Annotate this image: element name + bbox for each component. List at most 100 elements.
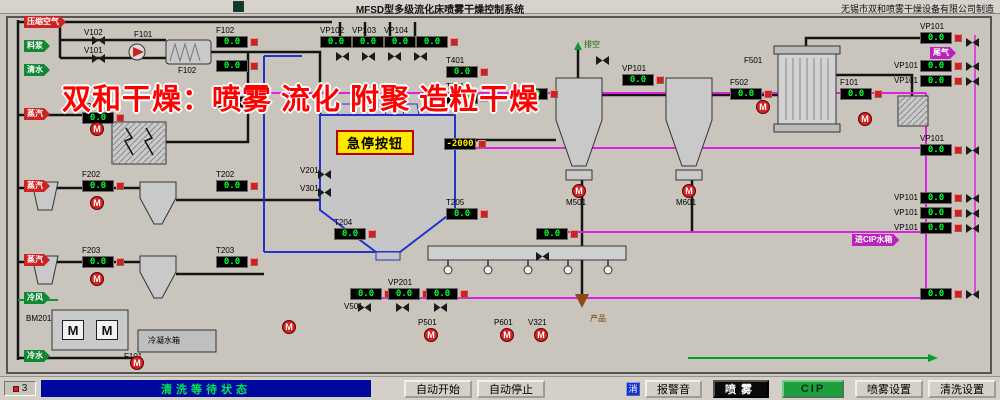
valve-icon[interactable]: [966, 77, 979, 86]
setpoint-button[interactable]: [954, 194, 962, 202]
setpoint-button[interactable]: [116, 258, 124, 266]
motor-icon[interactable]: M: [500, 328, 514, 342]
motor-icon[interactable]: M: [682, 184, 696, 198]
mute-alarm-icon[interactable]: 消: [626, 381, 640, 396]
valve-icon[interactable]: [966, 146, 979, 155]
setpoint-button[interactable]: [478, 140, 486, 148]
motor-icon[interactable]: M: [90, 122, 104, 136]
setpoint-button[interactable]: [450, 38, 458, 46]
motor-icon[interactable]: M: [424, 328, 438, 342]
pipe-tag: 冷水: [24, 350, 50, 362]
valve-icon[interactable]: [318, 170, 331, 179]
setpoint-button[interactable]: [656, 76, 664, 84]
valve-icon[interactable]: [336, 52, 349, 61]
motor-icon[interactable]: M: [534, 328, 548, 342]
display-label: VP101: [893, 208, 918, 217]
value-display: 0.0: [920, 288, 962, 300]
heat-exchanger: [773, 45, 841, 133]
setpoint-button[interactable]: [954, 224, 962, 232]
motor-icon[interactable]: M: [282, 320, 296, 334]
display-value: 0.0: [920, 192, 952, 204]
valve-icon[interactable]: [92, 54, 105, 63]
valve-icon[interactable]: [966, 38, 979, 47]
motor-icon[interactable]: M: [90, 272, 104, 286]
valve-icon[interactable]: [966, 194, 979, 203]
page-title: MFSD型多级流化床喷雾干燥控制系统: [355, 5, 525, 16]
valve-icon[interactable]: [966, 62, 979, 71]
title-bar: MFSD型多级流化床喷雾干燥控制系统 无锡市双和喷雾干燥设备有限公司制造: [0, 0, 1000, 16]
alarm-count: 3: [21, 383, 28, 394]
alarm-dot-icon: [12, 385, 19, 392]
valve-icon[interactable]: [358, 303, 371, 312]
setpoint-button[interactable]: [570, 230, 578, 238]
vibrating-fluid-bed: [427, 245, 627, 275]
display-value: 0.0: [216, 96, 248, 108]
motor-icon[interactable]: M: [96, 320, 118, 340]
setpoint-button[interactable]: [480, 210, 488, 218]
setpoint-button[interactable]: [368, 230, 376, 238]
display-value: 0.0: [446, 92, 478, 104]
setpoint-button[interactable]: [250, 98, 258, 106]
valve-icon[interactable]: [966, 290, 979, 299]
setpoint-button[interactable]: [954, 62, 962, 70]
auto-start-button[interactable]: 自动开始: [404, 379, 472, 398]
setpoint-button[interactable]: [954, 209, 962, 217]
valve-icon[interactable]: [966, 209, 979, 218]
display-label: F202: [82, 170, 101, 179]
cip-button[interactable]: CIP: [782, 379, 844, 398]
motor-icon[interactable]: M: [90, 196, 104, 210]
value-display: 0.0: [426, 288, 468, 300]
spray-button[interactable]: 喷雾: [713, 379, 769, 398]
setpoint-button[interactable]: [460, 290, 468, 298]
spray-settings-button[interactable]: 喷雾设置: [855, 379, 923, 398]
valve-icon[interactable]: [318, 188, 331, 197]
setpoint-button[interactable]: [116, 182, 124, 190]
alarm-sound-button[interactable]: 报警音: [645, 379, 702, 398]
vent-arrow: [574, 42, 582, 50]
setpoint-button[interactable]: [480, 68, 488, 76]
valve-icon[interactable]: [536, 252, 549, 261]
setpoint-button[interactable]: [480, 94, 488, 102]
auto-stop-button[interactable]: 自动停止: [477, 379, 545, 398]
setpoint-button[interactable]: [954, 77, 962, 85]
valve-icon[interactable]: [434, 303, 447, 312]
valve-icon[interactable]: [396, 303, 409, 312]
valve-icon[interactable]: [414, 52, 427, 61]
cyclone-a: [555, 77, 603, 181]
setpoint-button[interactable]: [250, 38, 258, 46]
setpoint-button[interactable]: [250, 62, 258, 70]
motor-icon[interactable]: M: [572, 184, 586, 198]
valve-icon[interactable]: [966, 224, 979, 233]
setpoint-button[interactable]: [550, 90, 558, 98]
clean-settings-button[interactable]: 清洗设置: [928, 379, 996, 398]
display-value: 0.0: [334, 228, 366, 240]
motor-icon[interactable]: M: [62, 320, 84, 340]
setpoint-button[interactable]: [250, 182, 258, 190]
left-cyclones: [139, 181, 177, 299]
setpoint-button[interactable]: [116, 114, 124, 122]
toolbar: 3 清洗等待状态 自动开始 自动停止 消 报警音 喷雾 CIP 喷雾设置 清洗设…: [0, 376, 1000, 400]
setpoint-button[interactable]: [954, 290, 962, 298]
setpoint-button[interactable]: [764, 90, 772, 98]
motor-icon[interactable]: M: [858, 112, 872, 126]
setpoint-button[interactable]: [954, 146, 962, 154]
motor-icon[interactable]: M: [130, 356, 144, 370]
setpoint-button[interactable]: [250, 258, 258, 266]
display-label: F502: [730, 78, 749, 87]
valve-icon[interactable]: [362, 52, 375, 61]
emergency-stop-button[interactable]: 急停按钮: [336, 130, 414, 155]
valve-icon[interactable]: [92, 36, 105, 45]
display-value: 0.0: [426, 288, 458, 300]
motor-icon[interactable]: M: [756, 100, 770, 114]
valve-icon[interactable]: [596, 56, 609, 65]
equipment-label: M501: [566, 198, 587, 207]
setpoint-button[interactable]: [954, 34, 962, 42]
display-value: 0.0: [82, 256, 114, 268]
setpoint-button[interactable]: [874, 90, 882, 98]
valve-icon[interactable]: [388, 52, 401, 61]
